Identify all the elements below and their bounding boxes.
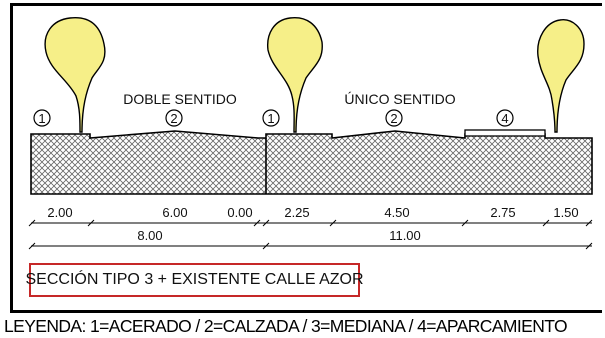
dim-2-25: 2.25 xyxy=(284,205,309,220)
marker-calzada-right: 2 xyxy=(385,109,403,127)
svg-text:2: 2 xyxy=(390,111,397,126)
dim-2-00: 2.00 xyxy=(47,205,72,220)
legend: LEYENDA: 1=ACERADO / 2=CALZADA / 3=MEDIA… xyxy=(4,316,568,336)
marker-calzada-left: 2 xyxy=(165,109,183,127)
dim-1-50: 1.50 xyxy=(553,205,578,220)
section-title-box: SECCIÓN TIPO 3 + EXISTENTE CALLE AZOR xyxy=(25,263,364,297)
dimension-line-row2 xyxy=(28,242,593,250)
dim-0-00: 0.00 xyxy=(227,205,252,220)
dim-6-00: 6.00 xyxy=(162,205,187,220)
svg-text:1: 1 xyxy=(267,111,274,126)
dim-2-75: 2.75 xyxy=(490,205,515,220)
marker-aparcamiento: 4 xyxy=(496,109,514,127)
label-left-direction: DOBLE SENTIDO xyxy=(123,91,237,107)
marker-acerado-left: 1 xyxy=(33,109,51,127)
svg-text:2: 2 xyxy=(170,111,177,126)
pavement-body xyxy=(30,129,593,195)
drawing-frame xyxy=(10,3,602,313)
section-title: SECCIÓN TIPO 3 + EXISTENTE CALLE AZOR xyxy=(25,271,364,288)
tree-right xyxy=(537,19,585,133)
svg-text:4: 4 xyxy=(501,111,508,126)
tree-left xyxy=(44,17,106,133)
dimension-line-row1 xyxy=(28,219,593,227)
marker-acerado-middle: 1 xyxy=(262,109,280,127)
svg-text:1: 1 xyxy=(38,111,45,126)
dim-8-00: 8.00 xyxy=(137,228,162,243)
dim-11-00: 11.00 xyxy=(389,228,421,243)
label-right-direction: ÚNICO SENTIDO xyxy=(344,91,455,107)
tree-middle xyxy=(267,17,323,133)
dim-4-50: 4.50 xyxy=(384,205,409,220)
